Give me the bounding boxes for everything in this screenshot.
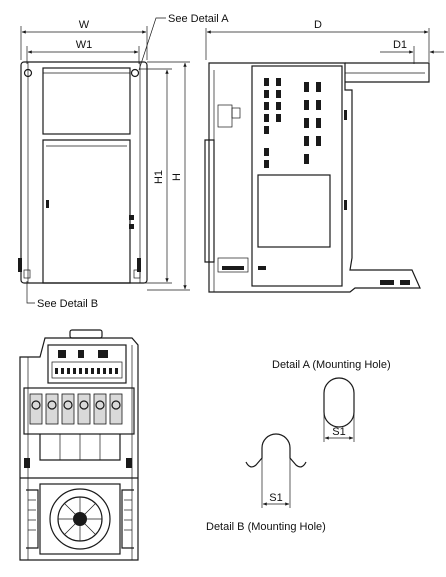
detail-a-slot: [323, 377, 355, 428]
leader-detail-a: See Detail A: [138, 13, 229, 71]
label-d1: D1: [393, 39, 407, 51]
dimension-d1: D1: [380, 39, 444, 64]
power-terminal-block: [23, 387, 135, 435]
label-d: D: [314, 19, 322, 31]
dimension-h: H: [147, 61, 190, 291]
dimension-h1: H1: [140, 68, 172, 284]
side-top-flange: [345, 62, 430, 83]
power-terminals: [29, 393, 123, 425]
cooling-fan-icon: [49, 488, 111, 550]
control-terminals: [55, 368, 118, 374]
front-lower-cover: [42, 139, 131, 284]
detail-b-slot: [245, 433, 307, 468]
label-see-detail-a: See Detail A: [168, 13, 229, 25]
side-body: [208, 62, 421, 293]
bottom-view: [19, 329, 139, 561]
side-vents: [264, 78, 321, 168]
front-view: W W1 See Detail A: [18, 13, 229, 310]
front-cover: [42, 67, 131, 135]
detail-b: S1 Detail B (Mounting Hole): [206, 433, 326, 533]
detail-b-s1: S1: [269, 492, 282, 504]
side-label-plate: [257, 174, 331, 248]
label-w: W: [79, 19, 90, 31]
side-view: D D1: [204, 19, 444, 293]
label-h: H: [171, 173, 183, 181]
dimension-d: D: [205, 19, 430, 62]
detail-b-title: Detail B (Mounting Hole): [206, 521, 326, 533]
mounting-hole-top-right: [130, 68, 140, 78]
bottom-body: [19, 337, 139, 561]
label-h1: H1: [153, 170, 165, 184]
detail-a: Detail A (Mounting Hole) S1: [272, 359, 391, 442]
front-body: [20, 61, 148, 284]
detail-a-title: Detail A (Mounting Hole): [272, 359, 391, 371]
label-see-detail-b: See Detail B: [37, 298, 98, 310]
leader-detail-b: See Detail B: [26, 281, 98, 310]
mounting-hole-top-left: [23, 68, 33, 78]
dimension-w1: W1: [26, 39, 140, 64]
cooling-fan-housing: [39, 483, 121, 555]
detail-a-s1: S1: [332, 426, 345, 438]
dimension-w: W: [20, 19, 148, 60]
label-w1: W1: [76, 39, 93, 51]
